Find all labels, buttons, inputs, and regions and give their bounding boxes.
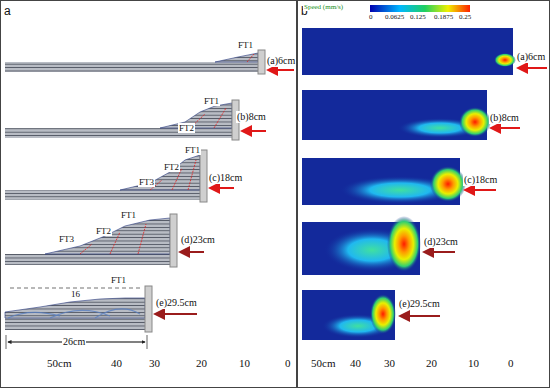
sandbox-section [5,50,294,349]
figure-label: (e)29.5cm [398,298,441,310]
panel-letter: a [4,4,11,18]
figure-label: FT2 [95,226,112,236]
figure-label: 0 [368,13,374,21]
figure-label: (c)18cm [463,174,498,186]
figure-label: 40 [349,357,362,370]
figure-label: (a)6cm [516,51,546,63]
figure-label: FT1 [237,40,254,50]
figure-label: 20 [195,357,208,370]
figure-label: 0 [284,357,292,370]
figure-label: 0.25 [458,13,472,21]
figure-label: FT1 [120,210,137,220]
figure-label: 30 [383,357,396,370]
figure-label: 30 [148,357,161,370]
figure-label: (c)18cm [208,172,243,184]
figure-label: FT3 [58,234,75,244]
figure-label: FT1 [110,275,127,285]
figure-label: 0.125 [409,13,427,21]
figure-panel: a [0,0,297,388]
figure-label: 16 [70,289,81,299]
figure-label: 10 [238,357,251,370]
figure-label: Speed (mm/s) [303,3,344,11]
figure-label: FT2 [178,123,195,133]
figure-label: (d)23cm [180,234,216,246]
figure-label: FT1 [203,96,220,106]
figure-label: (d)23cm [423,236,459,248]
figure-label: 26cm [62,336,86,348]
figure-label: 50cm [46,357,72,370]
figure-label: (a)6cm [266,55,296,67]
figure-label: (e)29.5cm [155,297,198,309]
figure-label: (b)8cm [236,111,267,123]
figure-label: (b)8cm [489,112,520,124]
figure-label: 40 [110,357,123,370]
figure-label: FT2 [163,162,180,172]
figure-label: 0.0625 [384,13,405,21]
figure-label: FT3 [138,177,155,187]
figure-label: FT1 [184,145,201,155]
figure-label: 0.1875 [433,13,454,21]
figure-label: 20 [425,357,438,370]
velocity-field [302,5,547,340]
figure-label: 50cm [310,357,336,370]
figure-label: 0 [507,357,515,370]
figure-panel: b [297,0,550,388]
figure-label: 10 [467,357,480,370]
